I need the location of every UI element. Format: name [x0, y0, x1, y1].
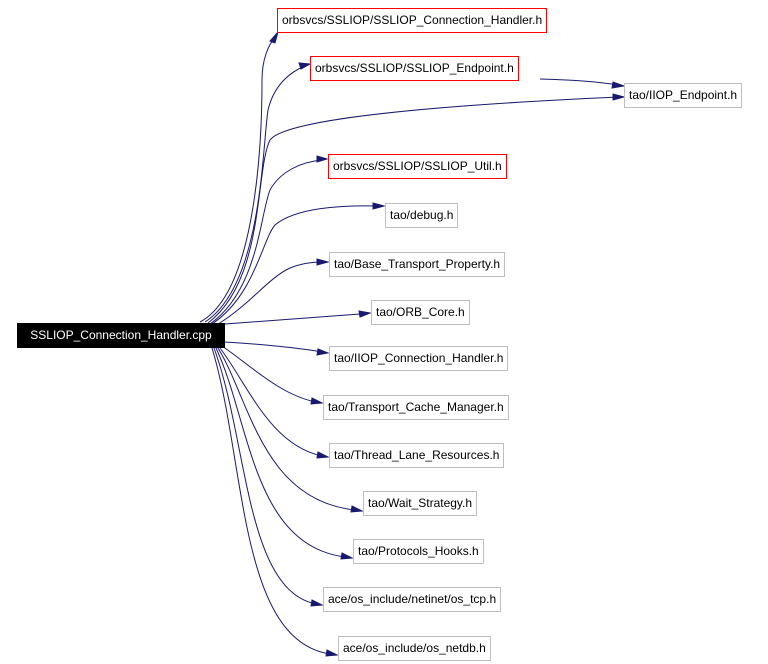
arrowhead [310, 397, 324, 405]
edge-root-to-protocols-hooks-h [215, 347, 346, 558]
edge-root-to-orb-core-h [224, 313, 361, 325]
node-os-netdb-h[interactable]: ace/os_include/os_netdb.h [338, 636, 491, 661]
edge-root-to-iiop-endpoint [207, 96, 619, 324]
arrowhead [310, 599, 324, 607]
node-iiop-endpoint-h[interactable]: tao/IIOP_Endpoint.h [624, 83, 743, 108]
arrowhead [358, 310, 372, 318]
edge-root-to-base-transport-property-h [214, 261, 323, 327]
arrowhead [372, 202, 386, 210]
node-ssliop-endpoint-h[interactable]: orbsvcs/SSLIOP/SSLIOP_Endpoint.h [310, 56, 519, 81]
node-wait-strategy-h[interactable]: tao/Wait_Strategy.h [363, 491, 478, 516]
edge-root-to-iiop-connection-handler-h [224, 341, 323, 353]
arrowhead [325, 649, 339, 657]
arrowhead [340, 552, 354, 560]
edge-root-to-thread-lane-resources-h [219, 347, 323, 457]
node-ssliop-connection-handler-h[interactable]: orbsvcs/SSLIOP/SSLIOP_Connection_Handler… [277, 8, 548, 33]
node-root-file[interactable]: SSLIOP_Connection_Handler.cpp [17, 323, 225, 348]
node-base-transport-property-h[interactable]: tao/Base_Transport_Property.h [329, 252, 506, 277]
arrowhead [316, 348, 330, 356]
node-ssliop-util-h[interactable]: orbsvcs/SSLIOP/SSLIOP_Util.h [328, 154, 507, 179]
node-transport-cache-manager-h[interactable]: tao/Transport_Cache_Manager.h [323, 395, 509, 420]
arrowhead [316, 155, 329, 163]
arrowhead [298, 62, 312, 70]
arrowhead [316, 451, 330, 459]
arrowhead [612, 93, 626, 101]
edge-root-to-ssliop-util-h [209, 159, 323, 325]
edge-root-to-os-netdb-h [211, 347, 331, 655]
node-os-tcp-h[interactable]: ace/os_include/netinet/os_tcp.h [323, 587, 502, 612]
edge-root-to-connection-handler-h [199, 35, 277, 323]
arrowhead [269, 31, 279, 44]
arrowhead [316, 258, 330, 266]
node-thread-lane-resources-h[interactable]: tao/Thread_Lane_Resources.h [329, 443, 505, 468]
node-protocols-hooks-h[interactable]: tao/Protocols_Hooks.h [353, 539, 484, 564]
edge-root-to-endpoint-h [204, 65, 306, 323]
node-debug-h[interactable]: tao/debug.h [385, 203, 459, 228]
node-orb-core-h[interactable]: tao/ORB_Core.h [371, 300, 470, 325]
edge-root-to-wait-strategy-h [217, 347, 356, 511]
edge-root-to-debug-h [211, 205, 379, 325]
arrowhead [611, 81, 626, 89]
arrowhead [350, 505, 364, 513]
node-iiop-connection-handler-h[interactable]: tao/IIOP_Connection_Handler.h [329, 346, 509, 371]
edge-root-to-transport-cache-manager-h [221, 345, 317, 403]
edge-root-to-os-tcp-h [213, 347, 317, 605]
edge-endpoint-to-iiop-endpoint [539, 78, 619, 86]
